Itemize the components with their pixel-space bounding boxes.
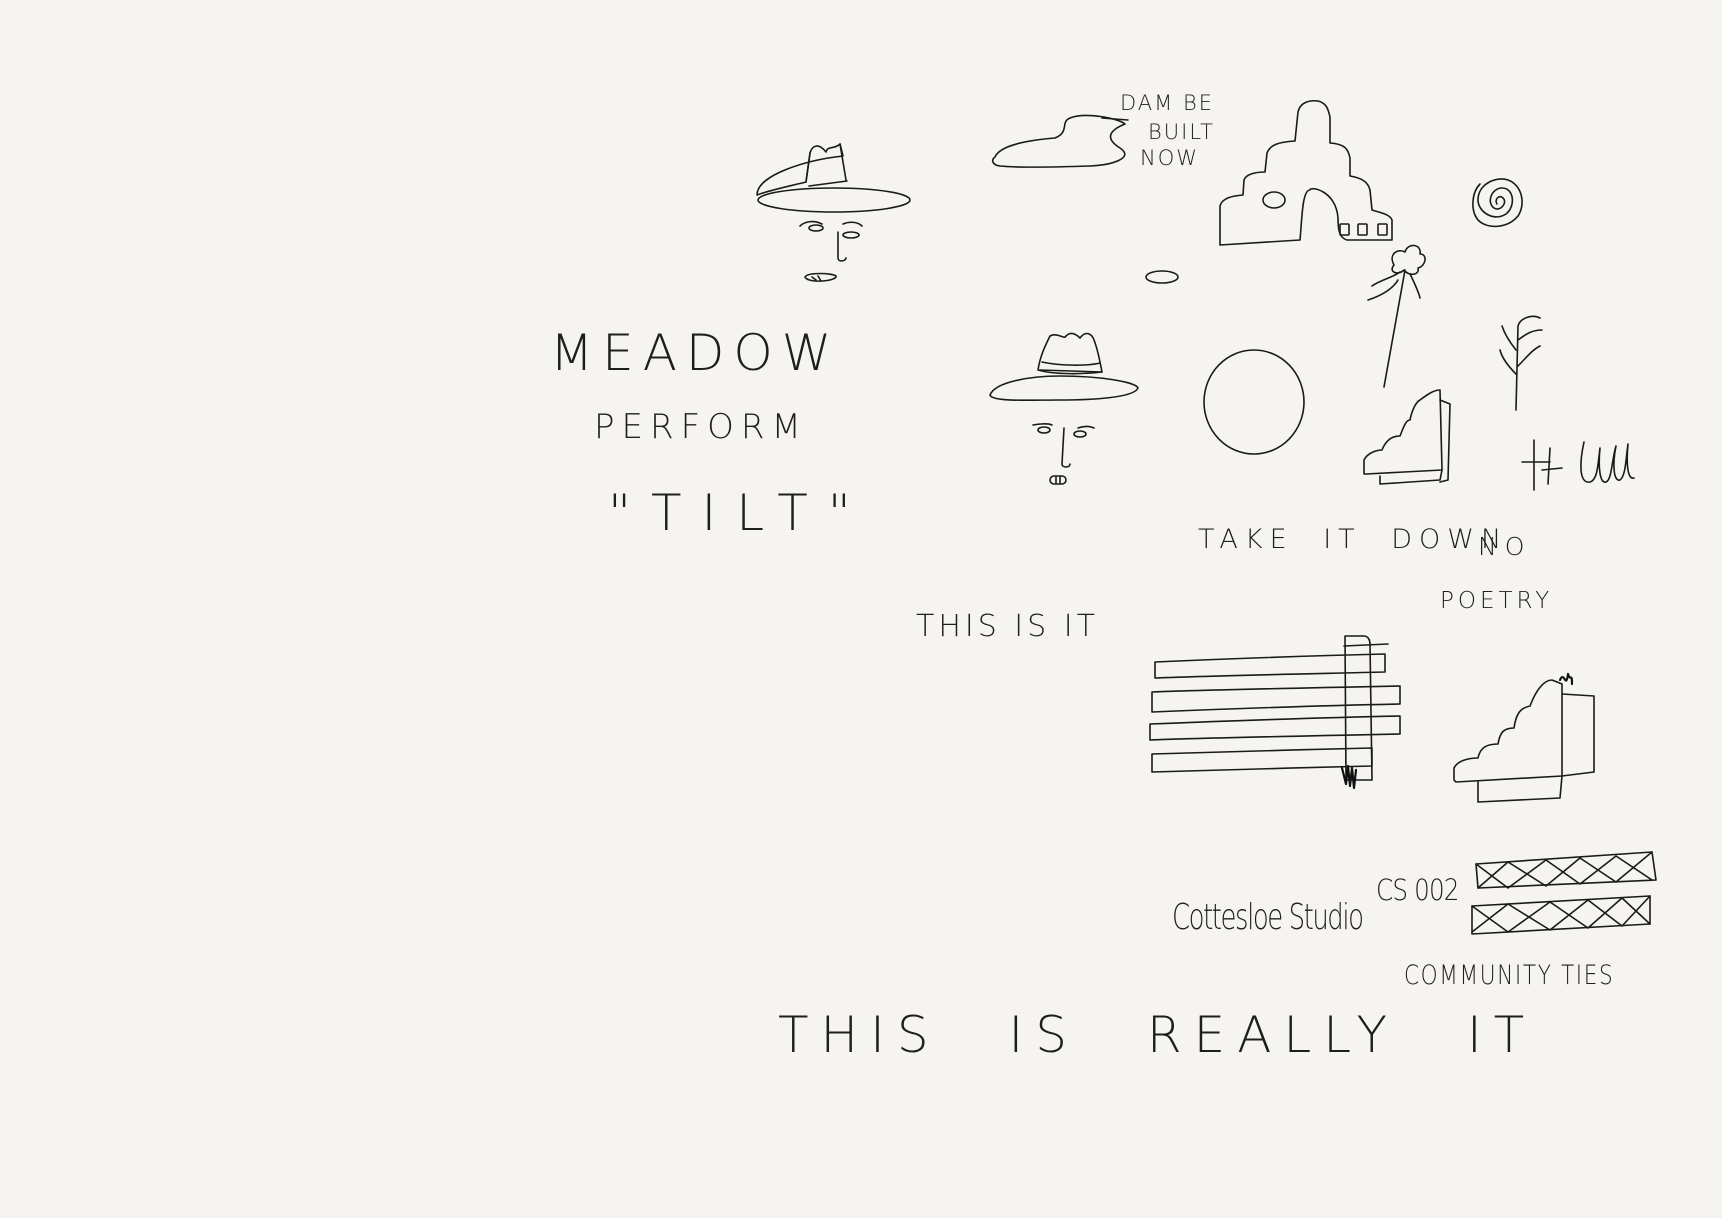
poetry-text: POETRY bbox=[1440, 588, 1554, 614]
cs002-text: CS 002 bbox=[1376, 873, 1460, 907]
striped-flag-icon bbox=[1149, 635, 1401, 790]
this-is-it-text: THIS IS IT bbox=[916, 609, 1099, 644]
signature-scribble-icon bbox=[1521, 439, 1635, 491]
take-it-down-text: TAKE IT DOWN bbox=[1198, 524, 1509, 555]
meadow-text: MEADOW bbox=[550, 324, 841, 382]
small-oval-icon bbox=[1145, 270, 1179, 284]
spiral-icon bbox=[1472, 178, 1523, 228]
tree-icon bbox=[1367, 244, 1426, 388]
no-text: NO bbox=[1478, 532, 1533, 561]
stepped-mountain-icon bbox=[1219, 99, 1393, 246]
palm-sprout-icon bbox=[1499, 315, 1543, 411]
stepped-block-icon bbox=[1453, 672, 1595, 803]
stepped-block-icon bbox=[1363, 389, 1451, 485]
community-ties-text: COMMUNITY TIES bbox=[1404, 960, 1615, 991]
tilt-text: "TILT" bbox=[608, 484, 871, 542]
this-is-really-it-text: THIS IS REALLY IT bbox=[778, 1006, 1537, 1064]
perform-text: PERFORM bbox=[594, 407, 808, 447]
crossed-bars-icon bbox=[1471, 851, 1657, 935]
circle-icon bbox=[1203, 349, 1305, 455]
cottesloe-studio-text: Cottesloe Studio bbox=[1172, 897, 1364, 938]
cloud-puddle-icon bbox=[991, 114, 1129, 168]
dam-line-1: DAM BE bbox=[1120, 91, 1214, 115]
dam-line-3: NOW bbox=[1140, 146, 1200, 170]
hat-face-icon bbox=[756, 143, 911, 282]
dam-line-2: BUILT bbox=[1148, 120, 1215, 144]
hat-face-icon bbox=[989, 332, 1139, 485]
